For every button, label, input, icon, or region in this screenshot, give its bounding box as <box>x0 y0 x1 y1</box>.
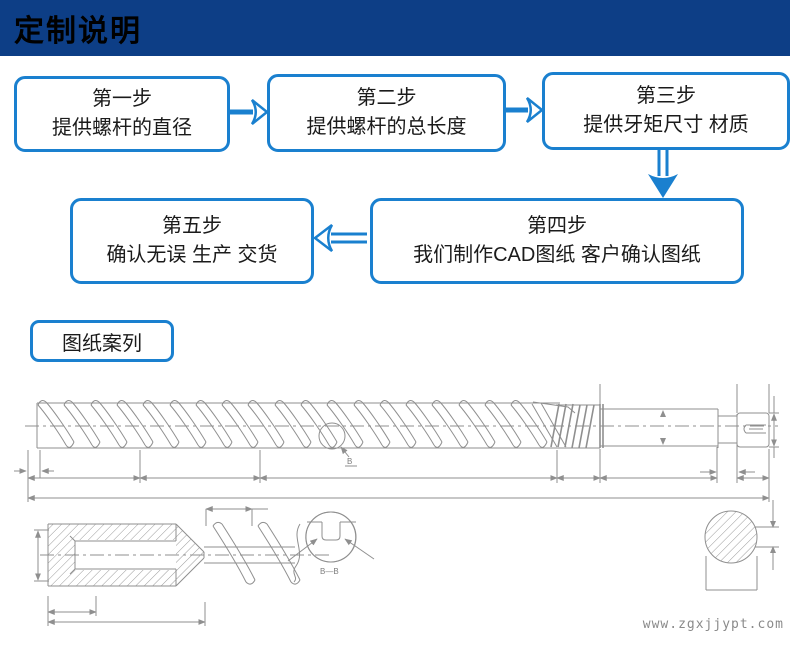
step-2-desc: 提供螺杆的总长度 <box>306 116 467 138</box>
step-box-3: 第三步 提供牙矩尺寸 材质 <box>542 72 790 150</box>
step-4-title: 第四步 <box>527 215 587 237</box>
drawing-sample-label: 图纸案列 <box>30 320 174 362</box>
step-5-title: 第五步 <box>162 215 222 237</box>
technical-drawing: B B—B <box>14 384 779 626</box>
section-view-label: B—B <box>320 567 339 576</box>
watermark-text: www.zgxjjypt.com <box>642 617 784 632</box>
page-title: 定制说明 <box>14 15 142 48</box>
step-box-4: 第四步 我们制作CAD图纸 客户确认图纸 <box>370 198 744 284</box>
step-3-title: 第三步 <box>636 85 696 107</box>
arrow-down-icon <box>648 148 678 198</box>
step-1-title: 第一步 <box>92 88 152 110</box>
detail-mark-label: B <box>347 457 352 466</box>
step-4-desc: 我们制作CAD图纸 客户确认图纸 <box>413 244 701 266</box>
step-box-5: 第五步 确认无误 生产 交货 <box>70 198 314 284</box>
step-3-desc: 提供牙矩尺寸 材质 <box>583 114 749 136</box>
step-box-1: 第一步 提供螺杆的直径 <box>14 76 230 152</box>
step-box-2: 第二步 提供螺杆的总长度 <box>267 74 506 152</box>
step-2-title: 第二步 <box>356 87 417 109</box>
arrow-left-icon <box>312 224 367 252</box>
header-bar: 定制说明 <box>0 0 790 56</box>
step-5-desc: 确认无误 生产 交货 <box>106 244 278 266</box>
arrow-right-icon <box>504 97 544 123</box>
arrow-right-icon <box>229 99 269 125</box>
step-1-desc: 提供螺杆的直径 <box>52 117 192 139</box>
